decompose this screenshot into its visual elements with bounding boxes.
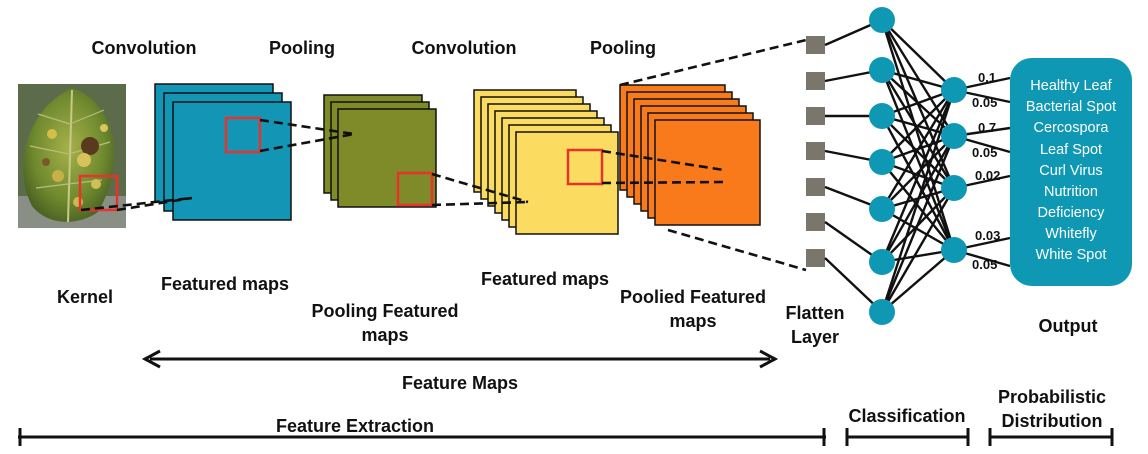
input-leaf-image (18, 84, 126, 228)
hidden-connection (880, 89, 956, 313)
feature-extraction-label: Feature Extraction (275, 416, 435, 436)
hidden-connection (880, 69, 956, 251)
hidden-connection (881, 249, 955, 313)
flatten-layer-label: Flatten Layer (785, 303, 845, 347)
network-neurons (869, 7, 967, 325)
neuron (869, 103, 895, 129)
kernel-box-pool1 (396, 171, 434, 207)
probability-value: 0.02 (975, 168, 1001, 183)
output-class-label: Deficiency (1037, 205, 1105, 221)
scale-lines (18, 349, 1114, 446)
neuron (941, 77, 967, 103)
output-class-label: Curl Virus (1039, 163, 1103, 179)
probability-value: 0.1 (978, 70, 997, 85)
pool2-feature-map-stack (619, 84, 761, 226)
probability-value: 0.05 (972, 95, 998, 110)
output-class-label: Healthy Leaf (1030, 78, 1112, 94)
hidden-connection (881, 135, 955, 210)
conv2-feature-map-stack (473, 89, 619, 235)
neuron (869, 7, 895, 33)
neuron (941, 123, 967, 149)
feature-maps-arrow-left-head (141, 349, 161, 369)
probabilistic-distribution-label: Probabilistic Distribution (997, 387, 1107, 431)
probability-value: 0.05 (972, 257, 998, 272)
output-class-label: Nutrition (1044, 184, 1098, 200)
neuron (941, 237, 967, 263)
neuron (869, 299, 895, 325)
kernel-label: Kernel (56, 287, 114, 307)
featured-maps-1-label: Featured maps (160, 274, 290, 294)
flatten-layer (806, 36, 825, 267)
output-class-label: Whitefly (1045, 226, 1097, 242)
convolution-2-label: Convolution (411, 38, 517, 58)
feature-maps-arrow-right-head (759, 349, 779, 369)
output-classes-box: Healthy Leaf Bacterial Spot Cercospora L… (1010, 58, 1132, 286)
hidden-connection (881, 115, 955, 189)
conv1-feature-map-stack (154, 83, 292, 221)
hidden-connection (881, 89, 955, 163)
pooling-1-label: Pooling (269, 38, 335, 58)
neuron (869, 196, 895, 222)
kernel-boxes (78, 116, 604, 212)
kernel-box-input (78, 174, 119, 212)
hidden-connection (880, 89, 956, 210)
hidden-connection (881, 161, 955, 251)
output-label: Output (1038, 316, 1098, 336)
pooling-featured-maps-label: Pooling Featured maps (311, 301, 459, 345)
output-class-label: White Spot (1035, 247, 1107, 263)
hidden-connection (880, 115, 956, 251)
probability-value: 0.7 (978, 120, 997, 135)
hidden-connection (880, 187, 956, 313)
neuron (869, 149, 895, 175)
feature-maps-label: Feature Maps (401, 373, 519, 393)
neuron (869, 249, 895, 275)
kernel-box-conv2 (566, 148, 604, 186)
hidden-connection (881, 207, 955, 252)
hidden-connection (880, 89, 956, 263)
probability-value: 0.03 (975, 228, 1001, 243)
classification-label: Classification (848, 406, 966, 426)
neuron (869, 57, 895, 83)
output-class-label: Cercospora (1033, 120, 1109, 136)
pooling-2-label: Pooling (590, 38, 656, 58)
convolution-1-label: Convolution (91, 38, 197, 58)
hidden-connection (881, 19, 955, 91)
neuron (941, 175, 967, 201)
flatten-to-hidden-connection (824, 257, 883, 313)
dashed-projection-lines (80, 38, 807, 272)
poolied-featured-maps-label: Poolied Featured maps (619, 287, 767, 331)
pool1-feature-map-stack (323, 94, 437, 208)
probability-value: 0.05 (972, 145, 998, 160)
kernel-box-conv1 (224, 116, 262, 154)
output-class-label: Leaf Spot (1039, 142, 1103, 158)
network-connections (824, 18, 1011, 313)
hidden-connection (880, 135, 956, 313)
output-class-label: Bacterial Spot (1025, 99, 1117, 115)
hidden-connection (880, 19, 956, 251)
featured-maps-2-label: Featured maps (480, 269, 610, 289)
